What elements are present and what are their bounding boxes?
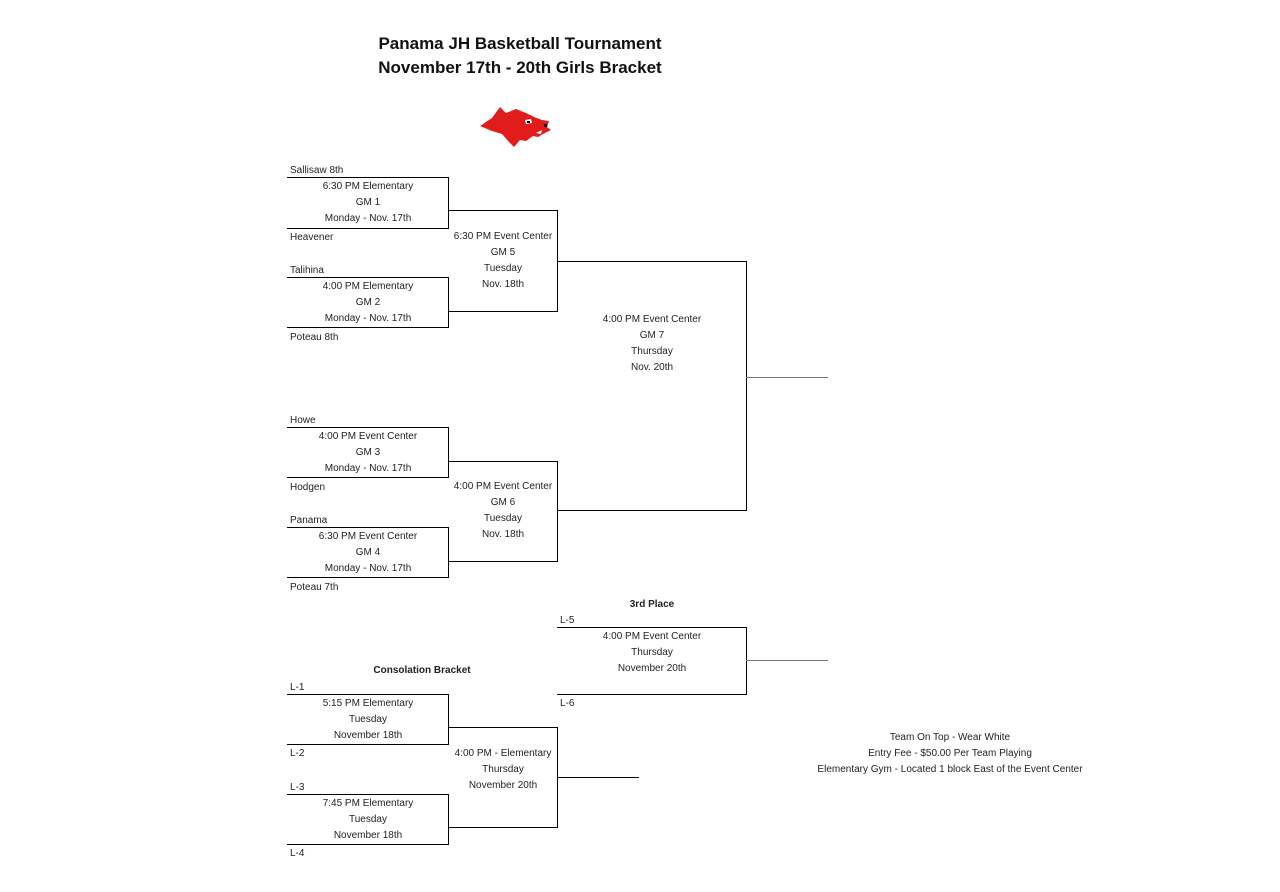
third-place-day: Thursday <box>631 647 673 658</box>
bracket-line <box>448 827 558 828</box>
consolation-final-time: 4:00 PM - Elementary <box>454 748 552 759</box>
bracket-line <box>557 510 747 511</box>
game-6-date: Nov. 18th <box>481 529 525 540</box>
bracket-line <box>746 261 747 511</box>
game-5-day: Tuesday <box>484 263 522 274</box>
bracket-line <box>746 627 747 695</box>
game-3-label: GM 3 <box>355 447 381 458</box>
bracket-line <box>287 477 449 478</box>
bracket-line <box>448 177 449 229</box>
game-5-label: GM 5 <box>490 247 516 258</box>
team-hodgen: Hodgen <box>290 482 326 493</box>
bracket-line <box>448 461 558 462</box>
consolation-label-l2: L-2 <box>290 748 305 759</box>
game-5-time: 6:30 PM Event Center <box>453 231 553 242</box>
team-talihina: Talihina <box>290 265 324 276</box>
bracket-line <box>448 794 449 845</box>
bracket-line <box>287 577 449 578</box>
game-2-label: GM 2 <box>355 297 381 308</box>
consolation-game-1-time: 5:15 PM Elementary <box>322 698 414 709</box>
bracket-line <box>287 844 449 845</box>
bracket-line <box>448 694 449 745</box>
bracket-line <box>448 277 449 328</box>
game-3-time: 4:00 PM Event Center <box>318 431 418 442</box>
consolation-label-l1: L-1 <box>290 682 305 693</box>
champion-line <box>746 377 828 378</box>
bracket-line <box>448 311 558 312</box>
consolation-game-2-time: 7:45 PM Elementary <box>322 798 414 809</box>
game-7-day: Thursday <box>631 346 673 357</box>
game-2-time: 4:00 PM Elementary <box>322 281 414 292</box>
third-place-heading: 3rd Place <box>629 599 675 610</box>
bracket-line <box>287 794 449 795</box>
game-6-day: Tuesday <box>484 513 522 524</box>
bracket-line <box>287 427 449 428</box>
consolation-game-1-date: November 18th <box>333 730 403 741</box>
team-poteau-7th: Poteau 7th <box>290 582 339 593</box>
page-subtitle: November 17th - 20th Girls Bracket <box>378 58 662 77</box>
consolation-label-l4: L-4 <box>290 848 305 859</box>
bracket-line <box>287 744 449 745</box>
third-place-bottom-team: L-6 <box>560 698 575 709</box>
consolation-heading: Consolation Bracket <box>373 665 471 676</box>
bracket-line <box>448 527 449 578</box>
bracket-line <box>287 177 449 178</box>
third-place-winner-line <box>746 660 828 661</box>
team-panama: Panama <box>290 515 328 526</box>
bracket-line <box>557 627 747 628</box>
consolation-game-1-day: Tuesday <box>349 714 387 725</box>
bracket-line <box>448 727 558 728</box>
game-7-time: 4:00 PM Event Center <box>602 314 702 325</box>
bracket-line <box>287 527 449 528</box>
team-heavener: Heavener <box>290 232 334 243</box>
third-place-date: November 20th <box>617 663 687 674</box>
note-gym-location: Elementary Gym - Located 1 block East of… <box>817 764 1083 775</box>
bracket-line <box>557 261 747 262</box>
consolation-game-2-day: Tuesday <box>349 814 387 825</box>
page-title: Panama JH Basketball Tournament <box>378 34 662 53</box>
consolation-label-l3: L-3 <box>290 782 305 793</box>
game-4-date: Monday - Nov. 17th <box>324 563 412 574</box>
game-5-date: Nov. 18th <box>481 279 525 290</box>
bracket-line <box>287 277 449 278</box>
game-1-time: 6:30 PM Elementary <box>322 181 414 192</box>
third-place-time: 4:00 PM Event Center <box>602 631 702 642</box>
consolation-final-date: November 20th <box>468 780 538 791</box>
bracket-line <box>287 694 449 695</box>
game-6-time: 4:00 PM Event Center <box>453 481 553 492</box>
game-4-time: 6:30 PM Event Center <box>318 531 418 542</box>
game-1-label: GM 1 <box>355 197 381 208</box>
consolation-final-day: Thursday <box>482 764 524 775</box>
game-2-date: Monday - Nov. 17th <box>324 313 412 324</box>
bracket-line <box>448 210 558 211</box>
third-place-top-team: L-5 <box>560 615 575 626</box>
game-7-label: GM 7 <box>639 330 665 341</box>
note-entry-fee: Entry Fee - $50.00 Per Team Playing <box>868 748 1032 759</box>
razorback-hog-icon <box>480 107 551 147</box>
consolation-winner-line <box>557 777 639 778</box>
game-7-date: Nov. 20th <box>630 362 674 373</box>
bracket-line <box>448 561 558 562</box>
bracket-line <box>557 461 558 562</box>
consolation-game-2-date: November 18th <box>333 830 403 841</box>
team-poteau-8th: Poteau 8th <box>290 332 339 343</box>
game-3-date: Monday - Nov. 17th <box>324 463 412 474</box>
team-howe: Howe <box>290 415 316 426</box>
note-team-on-top: Team On Top - Wear White <box>889 732 1011 743</box>
bracket-line <box>287 327 449 328</box>
bracket-line <box>557 694 747 695</box>
game-4-label: GM 4 <box>355 547 381 558</box>
game-1-date: Monday - Nov. 17th <box>324 213 412 224</box>
team-sallisaw-8th: Sallisaw 8th <box>290 165 344 176</box>
bracket-line <box>448 427 449 478</box>
bracket-line <box>287 228 449 229</box>
game-6-label: GM 6 <box>490 497 516 508</box>
